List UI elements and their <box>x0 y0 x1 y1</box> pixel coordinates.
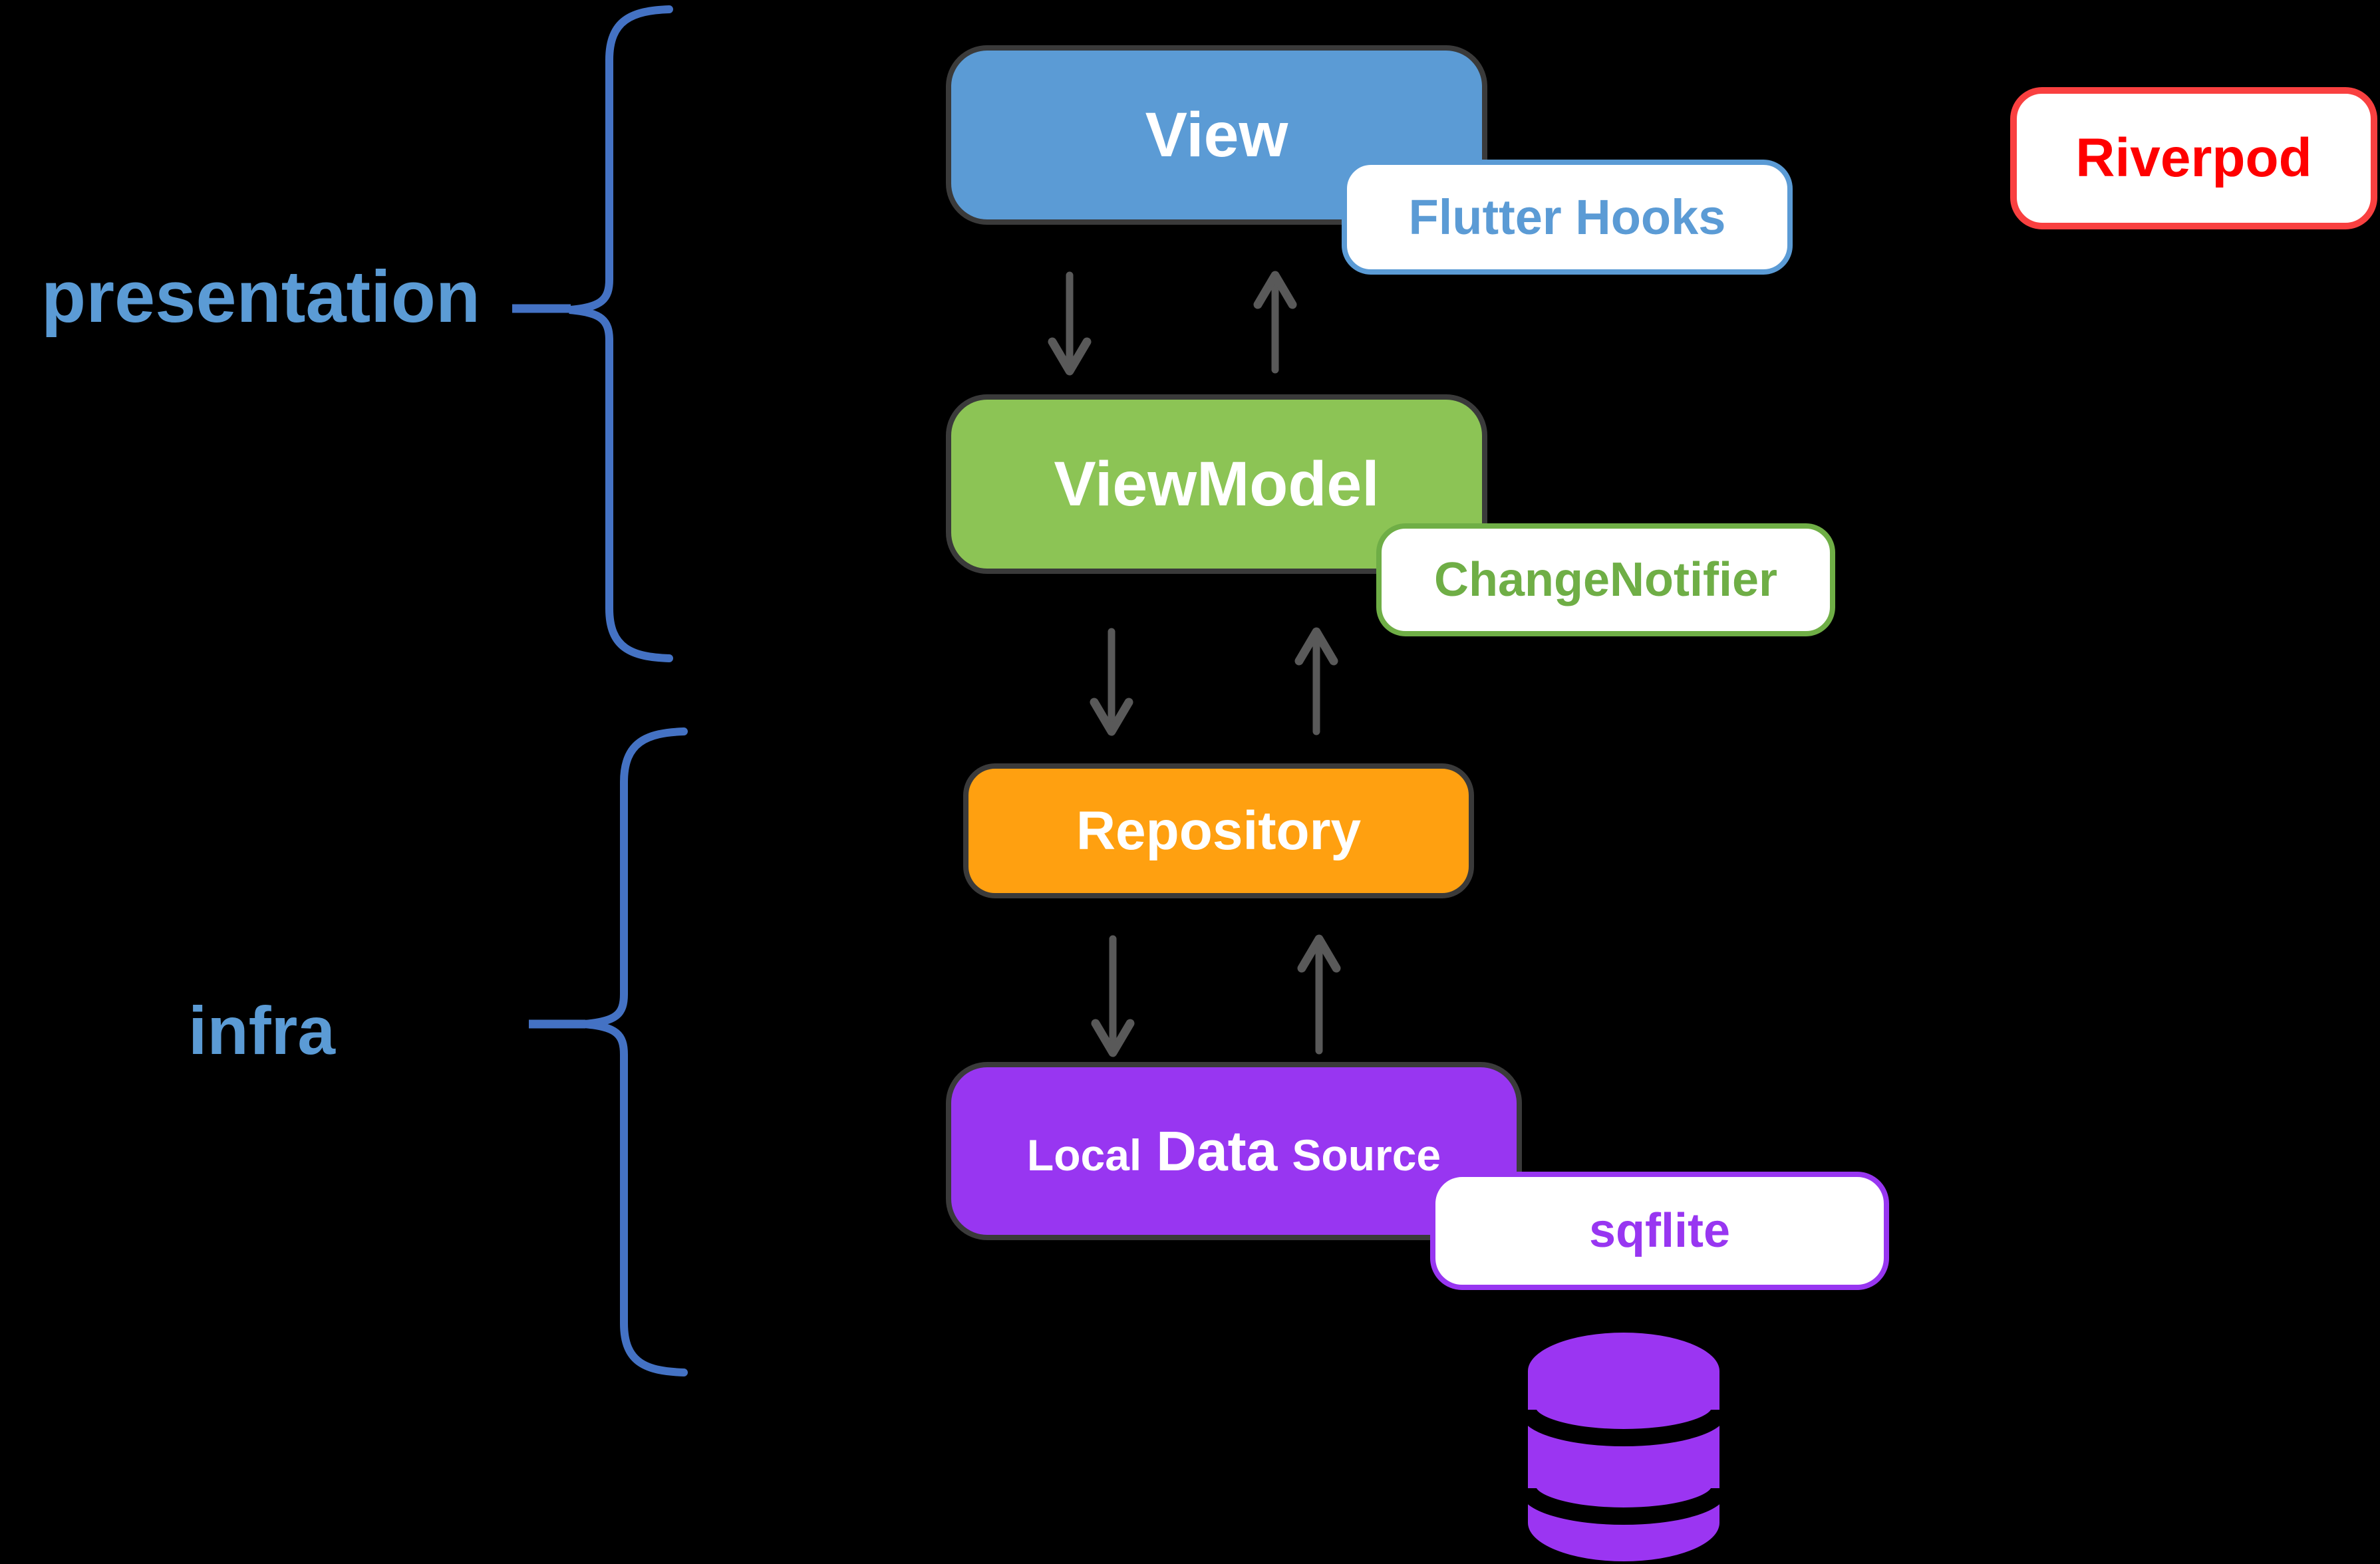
view-box: View <box>946 45 1487 225</box>
view-to-viewmodel-down-arrow <box>1048 271 1092 376</box>
presentation-brace <box>569 5 673 662</box>
repository-to-lds-down-arrow <box>1091 935 1135 1057</box>
database-icon <box>1519 1333 1728 1561</box>
repository-to-viewmodel-up-arrow <box>1294 627 1338 735</box>
viewmodel-box-label: ViewModel <box>1054 448 1380 519</box>
lds-label-part-source: Source <box>1292 1130 1441 1180</box>
repository-box: Repository <box>963 763 1474 898</box>
lds-label-part-data: Data <box>1156 1119 1278 1182</box>
change-notifier-tag: ChangeNotifier <box>1376 523 1835 636</box>
lds-label-part-local: Local <box>1026 1130 1142 1180</box>
infra-brace <box>583 727 688 1376</box>
riverpod-tag-label: Riverpod <box>2075 128 2312 188</box>
local-data-source-label: Local Data Source <box>1027 1119 1441 1184</box>
sqflite-tag: sqflite <box>1430 1172 1889 1290</box>
local-data-source-box: Local Data Source <box>946 1062 1522 1240</box>
viewmodel-to-view-up-arrow <box>1253 271 1297 374</box>
infra-layer-label: infra <box>188 993 336 1069</box>
view-box-label: View <box>1145 99 1288 170</box>
lds-to-repository-up-arrow <box>1297 934 1341 1055</box>
viewmodel-box: ViewModel <box>946 394 1487 574</box>
riverpod-tag: Riverpod <box>2010 87 2377 229</box>
flutter-hooks-tag: Flutter Hooks <box>1342 160 1793 275</box>
repository-box-label: Repository <box>1076 800 1362 861</box>
presentation-layer-label: presentation <box>41 256 481 338</box>
change-notifier-tag-label: ChangeNotifier <box>1433 553 1778 606</box>
sqflite-tag-label: sqflite <box>1588 1204 1731 1257</box>
viewmodel-to-repository-down-arrow <box>1090 628 1133 736</box>
flutter-hooks-tag-label: Flutter Hooks <box>1408 190 1726 245</box>
